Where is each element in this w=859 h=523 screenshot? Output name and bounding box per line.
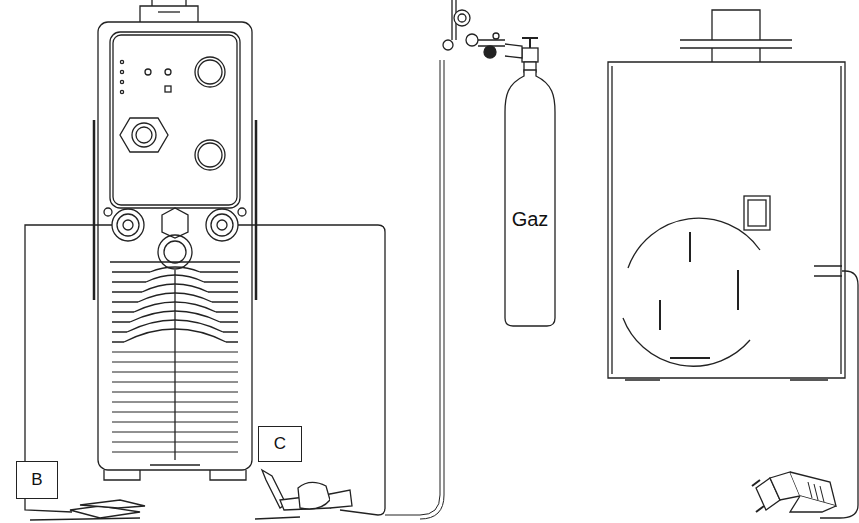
callout-box: C — [258, 426, 302, 462]
gas-regulator — [443, 0, 505, 58]
cylinder-body — [505, 70, 555, 326]
welder-front — [94, 0, 256, 480]
callout-letter: B — [31, 470, 42, 490]
tig-torch — [255, 470, 352, 519]
cylinder-valve — [505, 38, 538, 72]
callout-box: B — [16, 461, 58, 499]
callout-letter: C — [274, 434, 286, 454]
welding-cables — [25, 60, 444, 519]
gas-cylinder: Gaz — [505, 70, 555, 326]
welder-back — [608, 10, 858, 518]
ground-clamp — [30, 500, 145, 520]
cylinder-outline — [505, 70, 555, 326]
gas-label: Gaz — [505, 208, 555, 231]
power-plug — [752, 472, 836, 512]
